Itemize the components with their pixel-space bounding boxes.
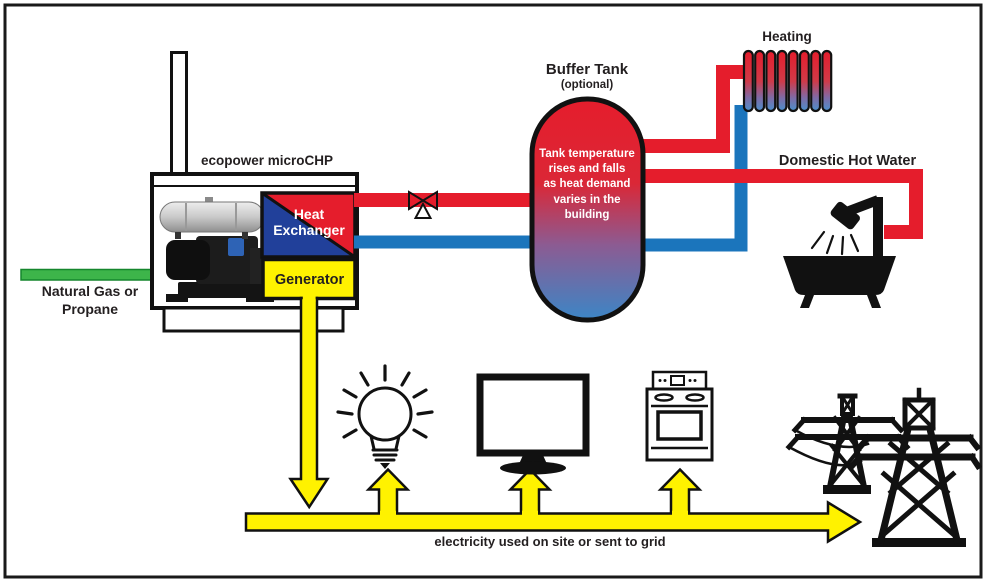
shower-icon — [810, 195, 883, 258]
electricity-bus-arrow — [244, 500, 863, 544]
buffer-tank-optional-label: (optional) — [560, 79, 614, 91]
generator-label: Generator — [274, 272, 345, 288]
bathtub-icon — [783, 256, 896, 308]
electricity-up-arrows — [365, 467, 703, 519]
chp-unit-base — [162, 306, 345, 333]
electricity-caption: electricity used on site or sent to grid — [434, 534, 666, 549]
pipe-hot-tank-to-radiator — [635, 65, 752, 153]
tank-note-text: Tank temperature rises and falls as heat… — [539, 148, 635, 221]
hydronic-pipes — [354, 65, 923, 252]
buffer-tank-label: Buffer Tank — [545, 61, 629, 78]
fuel-label: Natural Gas or Propane — [41, 283, 139, 318]
electricity-down-arrow — [288, 294, 330, 510]
check-valve-icon — [408, 190, 438, 219]
heating-coil-icon — [742, 49, 833, 113]
transmission-tower-large — [846, 387, 983, 547]
generator-box — [261, 257, 357, 301]
heating-label: Heating — [762, 29, 812, 44]
pipe-cold-radiator-to-tank — [635, 105, 748, 252]
pipe-hot-domestic-water — [635, 169, 923, 239]
gas-pipe — [20, 268, 154, 281]
chp-unit-label: ecopower microCHP — [200, 153, 334, 168]
television-icon — [476, 373, 590, 475]
heat-exchanger-label: Heat Exchanger — [273, 206, 345, 239]
kitchen-stove-icon — [645, 370, 714, 462]
transmission-tower-small — [785, 393, 911, 494]
heat-exchanger-box — [260, 191, 357, 259]
transmission-towers-icon — [785, 387, 983, 547]
domestic-hot-water-label: Domestic Hot Water — [778, 153, 917, 169]
light-bulb-icon — [336, 364, 434, 469]
buffer-tank — [529, 96, 646, 323]
